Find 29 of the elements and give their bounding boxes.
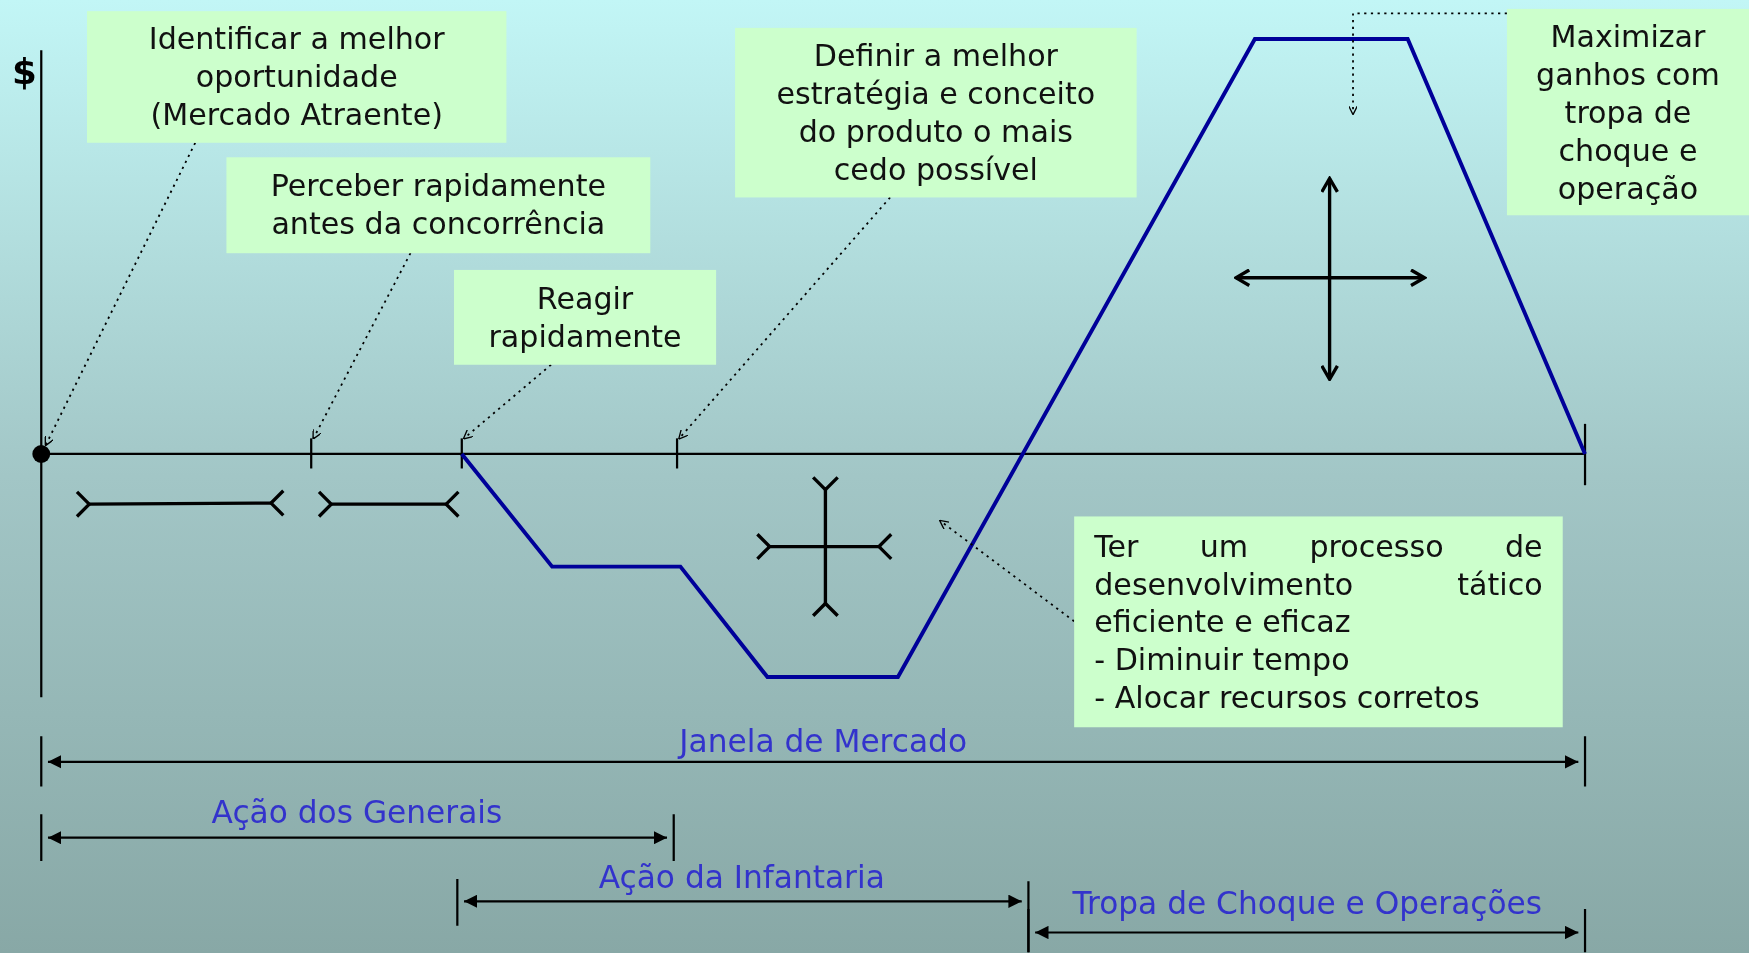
callout-text: - Diminuir tempo xyxy=(1094,640,1351,679)
callout-box xyxy=(454,269,717,365)
callout-text: Ter um processo de desenvolvimento tático eficiente e eficaz xyxy=(1094,527,1543,641)
leader-line xyxy=(678,196,891,440)
interval-label: Tropa de Choque e Operações xyxy=(1072,884,1543,922)
callout-box xyxy=(87,11,507,143)
leader-line xyxy=(312,252,412,440)
callout-text: Definir a melhor estratégia e conceito do produto o mais cedo possível xyxy=(775,36,1097,189)
axis-label: $ xyxy=(12,50,37,93)
tick-mark xyxy=(675,438,679,469)
interval-label: Ação da Infantaria xyxy=(598,858,885,896)
callout-box xyxy=(226,157,651,254)
interval-label: Ação dos Generais xyxy=(211,794,503,831)
callout-box xyxy=(735,27,1137,198)
leader-line xyxy=(938,519,1076,623)
origin-dot xyxy=(32,445,51,463)
callout-text: Maximizar ganhos com tropa de choque e operação xyxy=(1535,17,1721,207)
callout-text: - Alocar recursos corretos xyxy=(1094,678,1481,717)
interval-label: Janela de Mercado xyxy=(679,722,967,760)
callout-box xyxy=(1074,516,1563,728)
leader-line xyxy=(44,141,197,447)
leader-line xyxy=(1347,12,1508,116)
tick-mark xyxy=(460,438,463,469)
leader-line xyxy=(462,363,552,440)
callout-box xyxy=(1506,8,1749,216)
tick-mark xyxy=(310,438,313,469)
callout-text: Perceber rapidamente antes da concorrência xyxy=(269,167,607,243)
callout-text: Identificar a melhor oportunidade (Mercado Atraente) xyxy=(147,20,446,134)
callout-text: Reagir rapidamente xyxy=(487,279,683,356)
